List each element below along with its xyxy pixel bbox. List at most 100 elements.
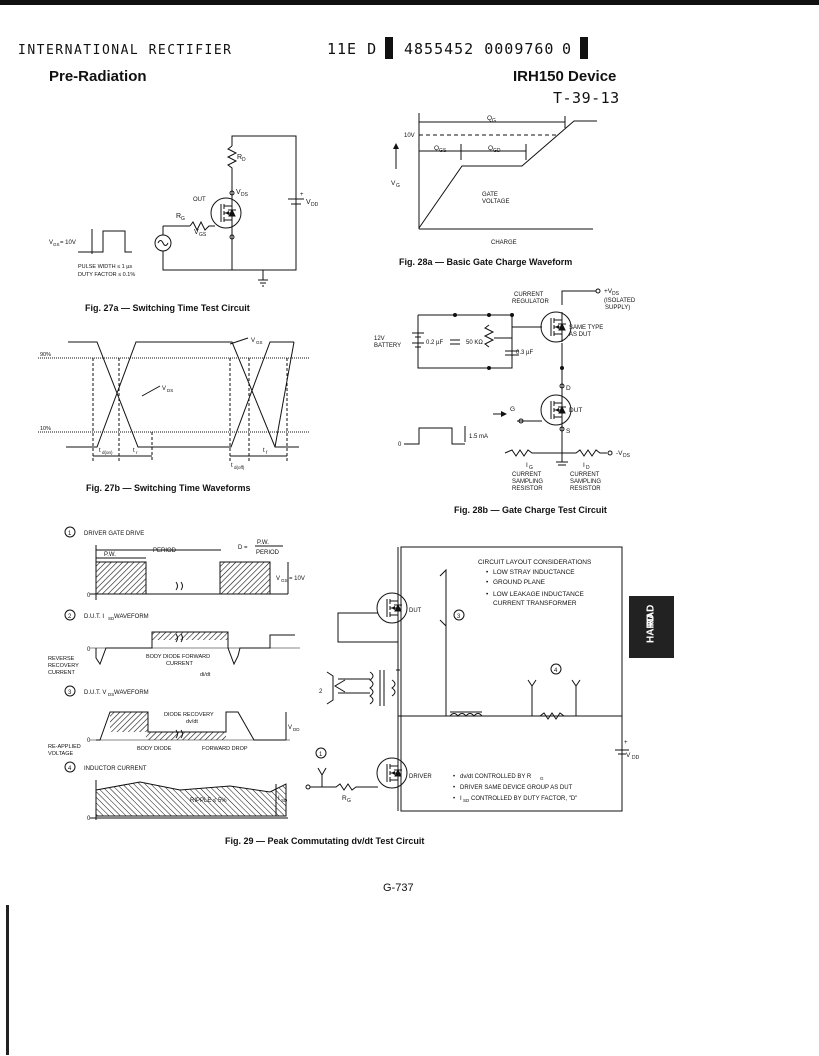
scan-edge-bar <box>6 905 9 1055</box>
svg-text:•: • <box>453 796 455 802</box>
fig27b-waveforms <box>38 337 310 462</box>
svg-text:DS: DS <box>241 192 249 198</box>
svg-text:CURRENT: CURRENT <box>514 292 544 298</box>
svg-text:WAVEFORM: WAVEFORM <box>114 614 149 620</box>
svg-text:CURRENT: CURRENT <box>512 472 542 478</box>
fig28a-graph <box>393 113 597 230</box>
svg-text:R: R <box>342 795 347 802</box>
svg-text:G: G <box>347 798 351 804</box>
svg-text:= 10V: = 10V <box>289 576 305 582</box>
svg-text:REGULATOR: REGULATOR <box>512 299 549 305</box>
page-number: G-737 <box>383 882 414 894</box>
svg-text:G: G <box>396 183 400 189</box>
svg-text:GS: GS <box>53 242 60 247</box>
svg-text:Q: Q <box>434 145 439 152</box>
svg-text:V: V <box>251 338 255 344</box>
fig27b-caption: Fig. 27b — Switching Time Waveforms <box>86 483 251 493</box>
fig29-circuit <box>305 546 629 812</box>
svg-text:0.2 µF: 0.2 µF <box>426 340 443 346</box>
svg-text:SD: SD <box>108 616 115 621</box>
svg-text:OUT: OUT <box>193 197 206 203</box>
svg-text:GS: GS <box>281 578 288 583</box>
svg-text:S: S <box>566 428 571 435</box>
svg-text:f: f <box>266 450 268 455</box>
svg-text:RESISTOR: RESISTOR <box>512 486 543 492</box>
svg-text:AS DUT: AS DUT <box>569 332 591 338</box>
svg-text:G: G <box>529 465 533 471</box>
svg-text:SAMPLING: SAMPLING <box>570 479 601 485</box>
svg-text:10V: 10V <box>404 133 415 139</box>
svg-text:DRIVER GATE DRIVE: DRIVER GATE DRIVE <box>84 531 144 537</box>
svg-text:RIPPLE ≤ 5%: RIPPLE ≤ 5% <box>190 798 227 804</box>
svg-text:DD: DD <box>293 727 300 732</box>
svg-text:V: V <box>391 180 396 187</box>
svg-text:GATE: GATE <box>482 192 498 198</box>
svg-text:•: • <box>453 774 455 780</box>
svg-text:CURRENT TRANSFORMER: CURRENT TRANSFORMER <box>493 600 577 607</box>
svg-text:+: + <box>300 192 304 198</box>
svg-text:D: D <box>242 157 246 163</box>
svg-text:t: t <box>99 448 101 454</box>
fig28b-circuit <box>404 288 613 466</box>
svg-text:BATTERY: BATTERY <box>374 343 401 349</box>
svg-text:r: r <box>136 450 138 455</box>
svg-text:dv/dt: dv/dt <box>186 719 198 725</box>
barcode-mark-1 <box>385 37 393 59</box>
fig27a-caption: Fig. 27a — Switching Time Test Circuit <box>85 303 250 313</box>
svg-text:0: 0 <box>87 593 91 599</box>
svg-text:12V: 12V <box>374 336 385 342</box>
svg-text:V: V <box>194 229 199 236</box>
svg-text:LOW LEAKAGE INDUCTANCE: LOW LEAKAGE INDUCTANCE <box>493 591 585 598</box>
svg-text:90%: 90% <box>40 352 51 358</box>
svg-text:DRIVER SAME DEVICE GROUP AS DU: DRIVER SAME DEVICE GROUP AS DUT <box>460 785 573 791</box>
svg-text:BODY DIODE: BODY DIODE <box>137 746 172 752</box>
svg-text:DUT: DUT <box>409 608 422 614</box>
svg-text:4: 4 <box>554 668 558 674</box>
svg-text:(ISOLATED: (ISOLATED <box>604 298 636 304</box>
svg-text:CIRCUIT LAYOUT CONSIDERATIONS: CIRCUIT LAYOUT CONSIDERATIONS <box>478 559 592 566</box>
svg-text:DS: DS <box>623 453 631 459</box>
svg-text:G: G <box>510 406 515 413</box>
svg-text:V: V <box>162 386 166 392</box>
svg-text:LOW STRAY INDUCTANCE: LOW STRAY INDUCTANCE <box>493 569 575 576</box>
svg-text:0: 0 <box>87 816 91 822</box>
svg-text:1: 1 <box>68 531 72 537</box>
svg-text:= 10V: = 10V <box>60 240 76 246</box>
svg-text:+: + <box>624 740 628 746</box>
svg-text:FORWARD DROP: FORWARD DROP <box>202 746 248 752</box>
doc-number: 4855452 0009760 <box>404 40 555 58</box>
svg-text:DIODE RECOVERY: DIODE RECOVERY <box>164 712 214 718</box>
svg-text:D =: D = <box>238 545 248 551</box>
svg-text:V: V <box>626 752 631 759</box>
svg-text:V: V <box>236 189 241 196</box>
svg-text:D.U.T. I: D.U.T. I <box>84 614 104 620</box>
svg-text:dv/dt CONTROLLED BY R: dv/dt CONTROLLED BY R <box>460 774 532 780</box>
top-border-bar <box>0 0 819 5</box>
svg-text:0: 0 <box>87 647 91 653</box>
svg-text:I: I <box>583 462 585 469</box>
svg-text:I: I <box>526 462 528 469</box>
svg-text:RESISTOR: RESISTOR <box>570 486 601 492</box>
svg-text:RE-APPLIED: RE-APPLIED <box>48 744 81 750</box>
company-name: INTERNATIONAL RECTIFIER <box>18 43 233 58</box>
svg-text:0: 0 <box>398 442 402 448</box>
svg-text:SAME TYPE: SAME TYPE <box>569 325 603 331</box>
section-title-right: IRH150 Device <box>513 68 617 85</box>
svg-text:d(on): d(on) <box>102 450 113 455</box>
svg-text:PERIOD: PERIOD <box>256 550 280 556</box>
svg-text:D: D <box>566 385 571 392</box>
svg-text:t: t <box>133 448 135 454</box>
svg-text:CONTROLLED BY DUTY FACTOR, "D": CONTROLLED BY DUTY FACTOR, "D" <box>471 796 577 802</box>
fig28b-caption: Fig. 28b — Gate Charge Test Circuit <box>454 505 607 515</box>
svg-text:PULSE WIDTH ≤ 1 µs: PULSE WIDTH ≤ 1 µs <box>78 264 132 270</box>
svg-text:GROUND PLANE: GROUND PLANE <box>493 579 546 586</box>
svg-text:SD: SD <box>281 798 288 803</box>
svg-text:d(off): d(off) <box>234 465 245 470</box>
svg-text:DRIVER: DRIVER <box>409 774 432 780</box>
svg-text:G: G <box>492 118 496 124</box>
svg-text:50 KΩ: 50 KΩ <box>466 340 483 346</box>
